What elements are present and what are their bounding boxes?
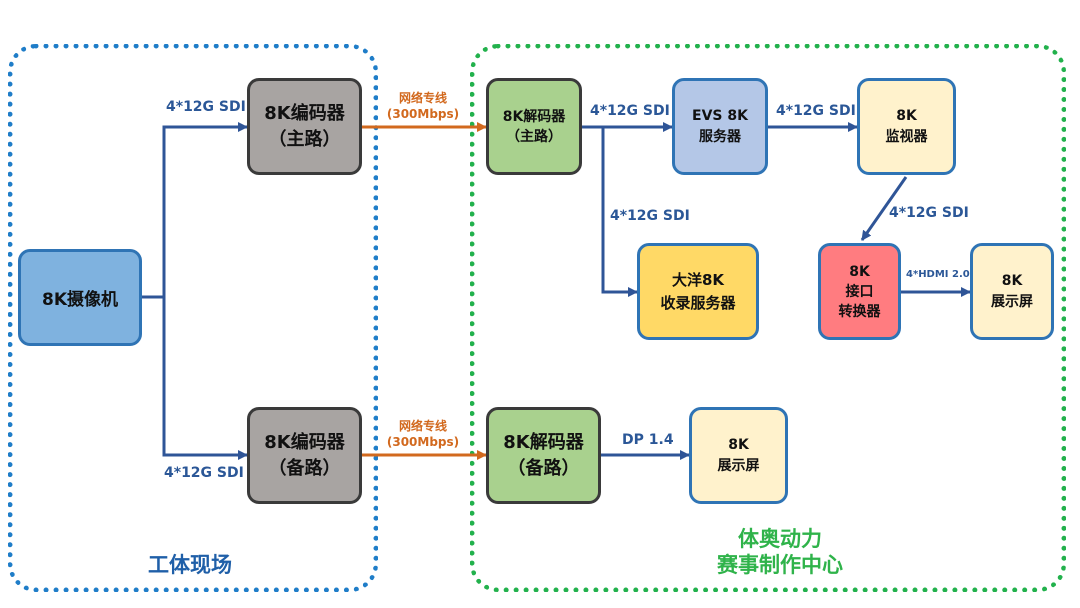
decoder-main-node: 8K解码器 （主路） (486, 78, 582, 175)
label-monitor-to-converter: 4*12G SDI (889, 205, 969, 221)
production-center-region (470, 44, 1066, 592)
label-network-backup-2: (300Mbps) (386, 435, 460, 449)
label-network-main-1: 网络专线 (398, 91, 447, 105)
decoder-to-recorder-connector (601, 127, 638, 297)
monitor-node: 8K 监视器 (857, 78, 956, 175)
field-site-label: 工体现场 (148, 553, 232, 577)
encoder-backup-node: 8K编码器 （备路） (247, 407, 362, 504)
monitor-to-converter-connector (860, 176, 908, 241)
label-decoder-to-recorder: 4*12G SDI (610, 208, 690, 224)
label-backup-decoder-to-display: DP 1.4 (622, 432, 674, 448)
display-main-node: 8K 展示屏 (970, 243, 1054, 340)
label-camera-to-encoder-main: 4*12G SDI (166, 99, 246, 115)
decoder-backup-node: 8K解码器 （备路） (486, 407, 601, 504)
camera-to-encoders-connector (142, 122, 248, 299)
label-decoder-to-evs: 4*12G SDI (590, 103, 670, 119)
label-camera-to-encoder-backup: 4*12G SDI (164, 465, 244, 481)
camera-to-backup-encoder-connector (162, 297, 248, 460)
field-site-region (8, 44, 378, 592)
interface-converter-node: 8K 接口 转换器 (818, 243, 901, 340)
label-evs-to-monitor: 4*12G SDI (776, 103, 856, 119)
recorder-server-node: 大洋8K 收录服务器 (637, 243, 759, 340)
encoder-main-node: 8K编码器 （主路） (247, 78, 362, 175)
display-backup-node: 8K 展示屏 (689, 407, 788, 504)
label-network-main-2: (300Mbps) (386, 107, 460, 121)
label-network-backup-1: 网络专线 (398, 419, 447, 433)
label-converter-to-display: 4*HDMI 2.0 (906, 269, 970, 280)
camera-node: 8K摄像机 (18, 249, 142, 346)
production-center-label: 体奥动力 赛事制作中心 (717, 527, 843, 577)
evs-server-node: EVS 8K 服务器 (672, 78, 768, 175)
